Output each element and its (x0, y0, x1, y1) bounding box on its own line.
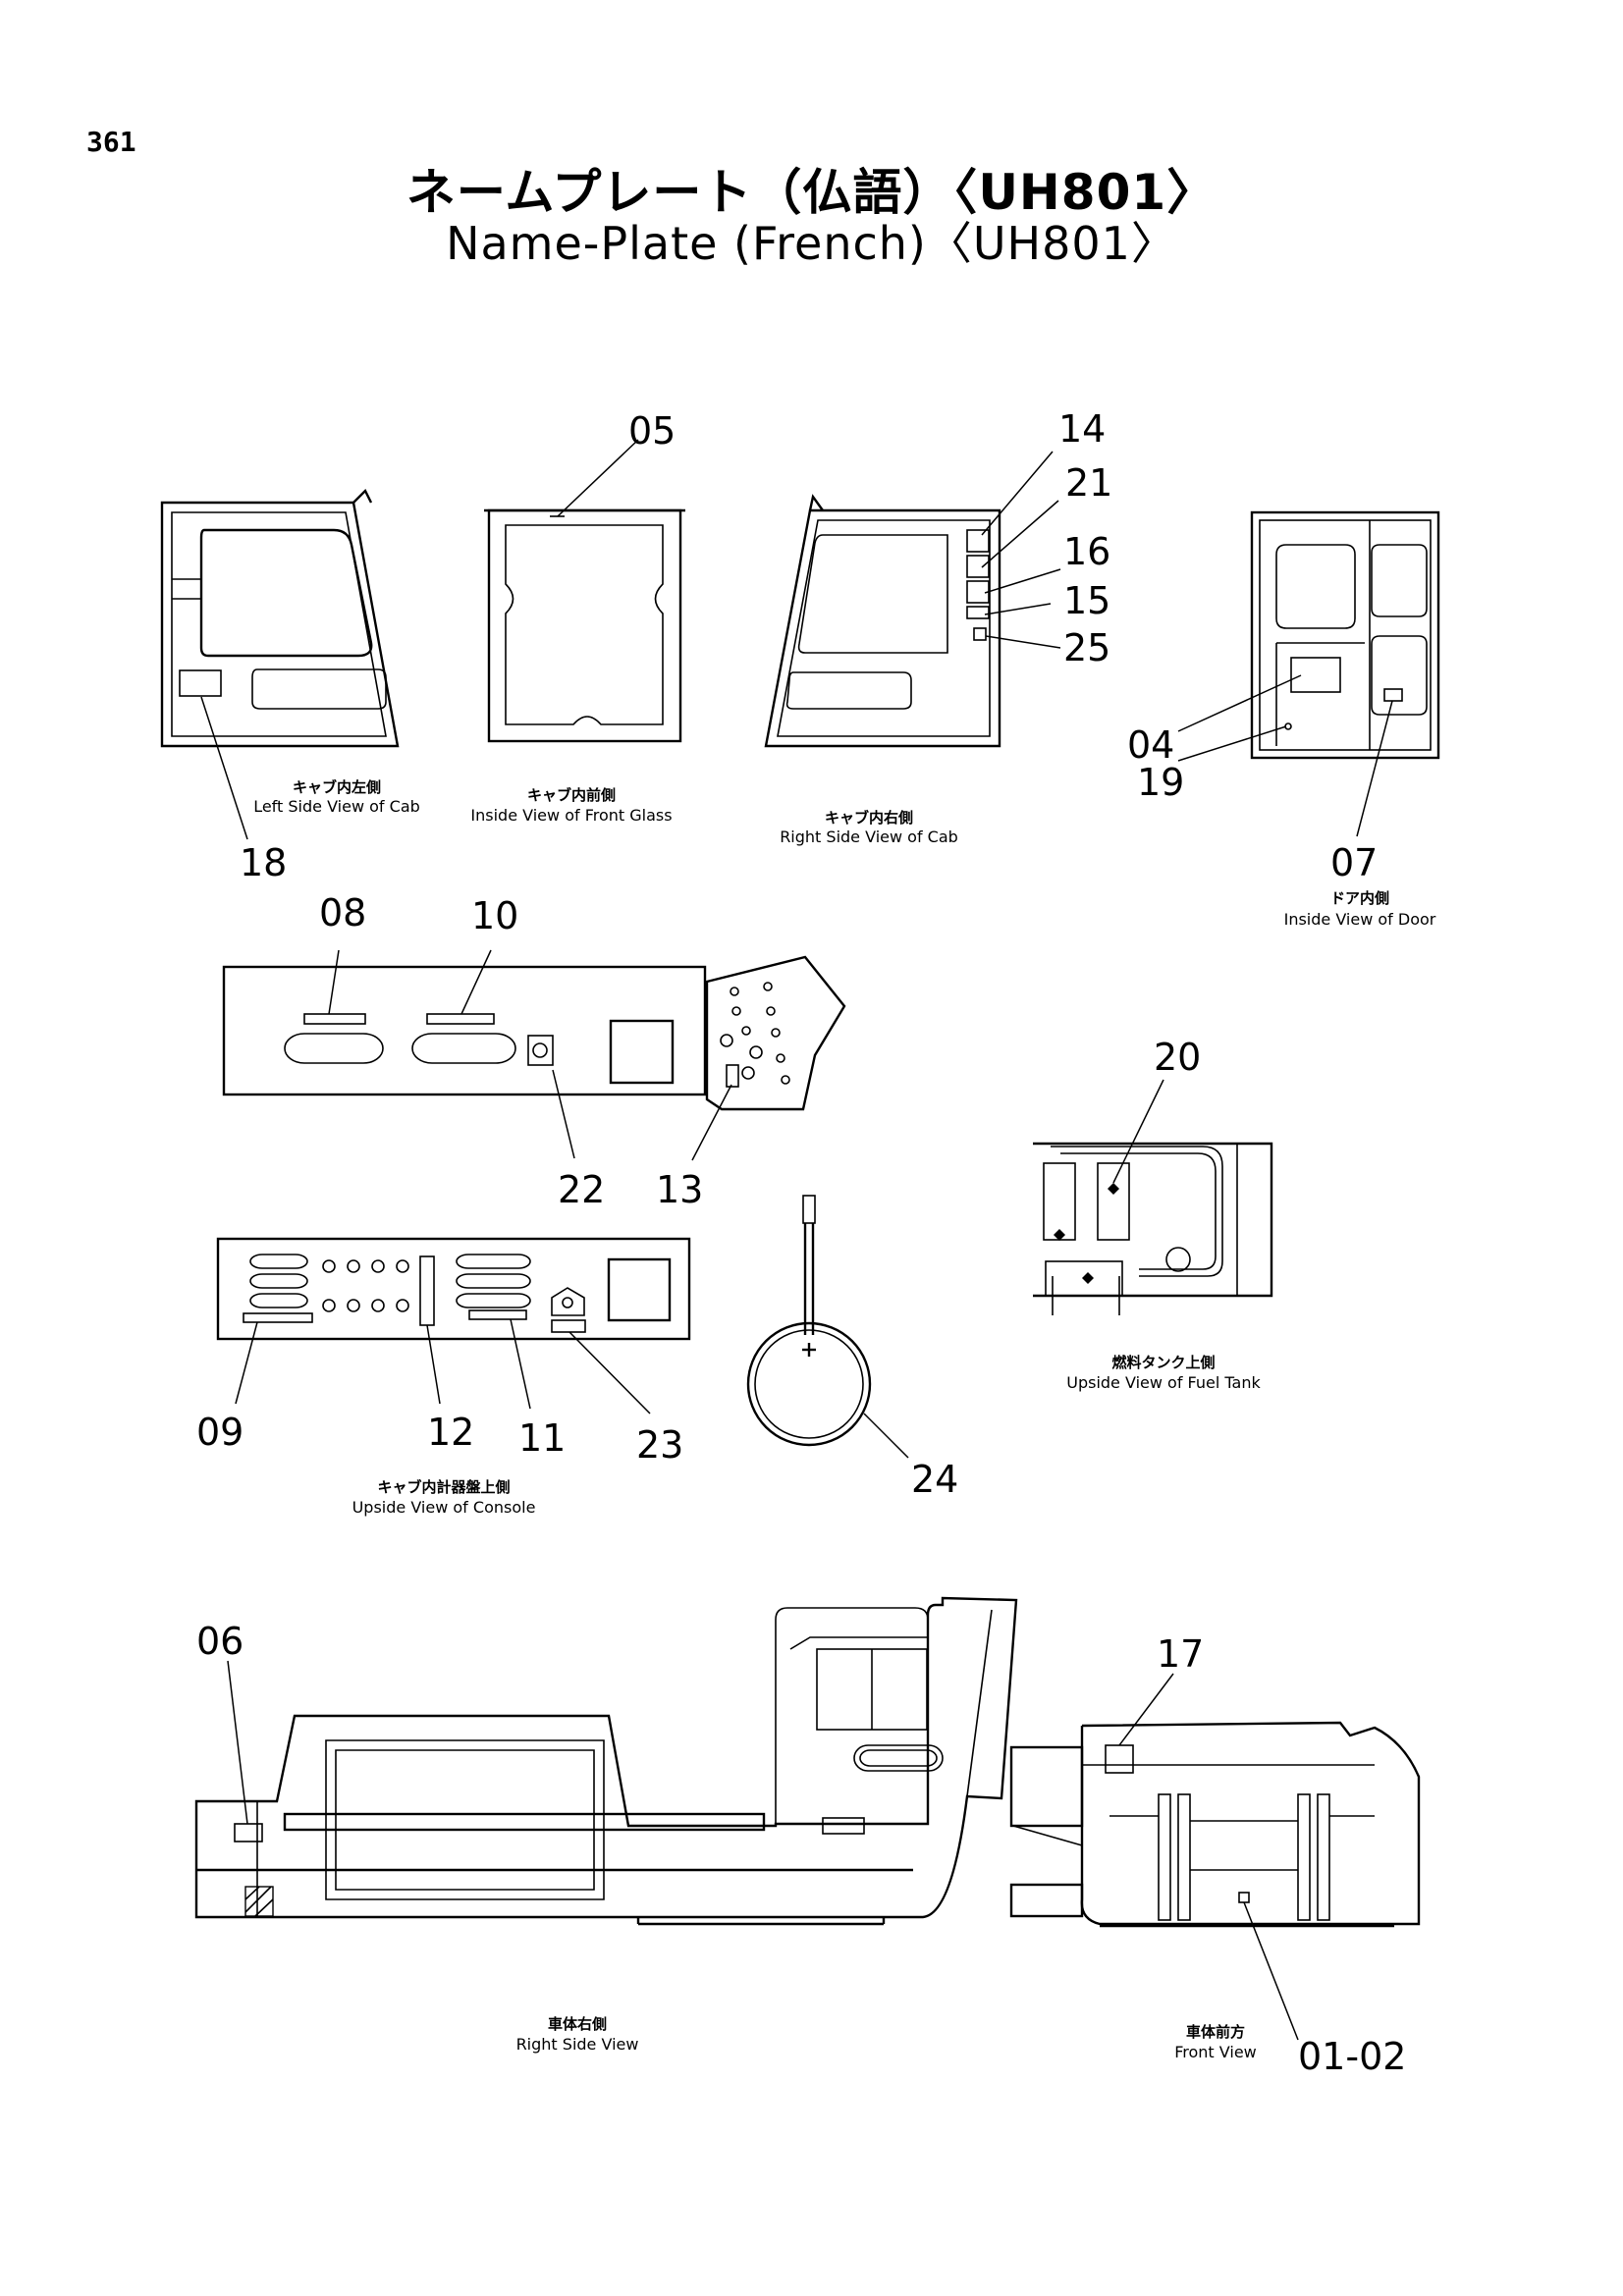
caption-door-en: Inside View of Door (1284, 910, 1436, 929)
callout-11: 11 (518, 1416, 566, 1460)
page-number: 361 (86, 126, 136, 158)
ring-drawing (746, 1195, 909, 1459)
caption-console-jp: キャブ内計器盤上側 (377, 1478, 510, 1496)
callout-18: 18 (240, 841, 287, 884)
caption-right-side-cab-en: Right Side View of Cab (780, 828, 958, 846)
page-title-japanese: ネームプレート（仏語）〈UH801〉 (406, 164, 1217, 221)
callout-15: 15 (1063, 579, 1110, 622)
callout-23: 23 (636, 1423, 683, 1467)
right-side-machine-drawing (194, 1596, 1018, 1926)
caption-front-jp: 車体前方 (1186, 2023, 1245, 2041)
caption-left-side-cab-en: Left Side View of Cab (253, 797, 420, 816)
callout-10: 10 (471, 894, 518, 937)
front-machine-drawing (1009, 1673, 1421, 2041)
console-drawing (216, 1237, 691, 1415)
callout-13: 13 (656, 1168, 703, 1211)
left-side-cab-drawing (160, 488, 400, 840)
caption-fuel-tank-en: Upside View of Fuel Tank (1066, 1373, 1261, 1392)
callout-16: 16 (1063, 530, 1110, 573)
callout-19: 19 (1137, 761, 1184, 804)
fuel-tank-drawing (1033, 1079, 1273, 1315)
callout-01-02: 01-02 (1298, 2035, 1406, 2078)
caption-right-side-cab-jp: キャブ内右側 (825, 809, 913, 827)
callout-20: 20 (1154, 1036, 1201, 1079)
caption-front-glass-jp: キャブ内前側 (527, 786, 616, 804)
panel-top-drawing (222, 949, 846, 1161)
caption-front-glass-en: Inside View of Front Glass (470, 806, 672, 825)
right-side-cab-drawing (764, 451, 1061, 748)
callout-14: 14 (1058, 407, 1106, 451)
callout-08: 08 (319, 891, 366, 934)
caption-front-en: Front View (1174, 2043, 1257, 2061)
caption-console-en: Upside View of Console (352, 1498, 536, 1517)
callout-05: 05 (628, 409, 676, 453)
front-glass-drawing (484, 439, 685, 743)
callout-22: 22 (558, 1168, 605, 1211)
callout-09: 09 (196, 1411, 243, 1454)
callout-25: 25 (1063, 626, 1110, 669)
caption-right-side-jp: 車体右側 (548, 2015, 607, 2033)
callout-21: 21 (1065, 461, 1112, 505)
page-title-english: Name-Plate (French)〈UH801〉 (446, 217, 1177, 270)
callout-12: 12 (427, 1411, 474, 1454)
caption-door-jp: ドア内側 (1330, 889, 1389, 907)
callout-17: 17 (1157, 1632, 1204, 1676)
callout-07: 07 (1330, 841, 1378, 884)
callout-06: 06 (196, 1620, 243, 1663)
caption-right-side-en: Right Side View (516, 2035, 639, 2054)
caption-fuel-tank-jp: 燃料タンク上側 (1111, 1354, 1215, 1371)
callout-24: 24 (911, 1458, 958, 1501)
caption-left-side-cab-jp: キャブ内左側 (293, 778, 381, 796)
door-drawing (1177, 510, 1440, 837)
callout-04: 04 (1127, 723, 1174, 767)
